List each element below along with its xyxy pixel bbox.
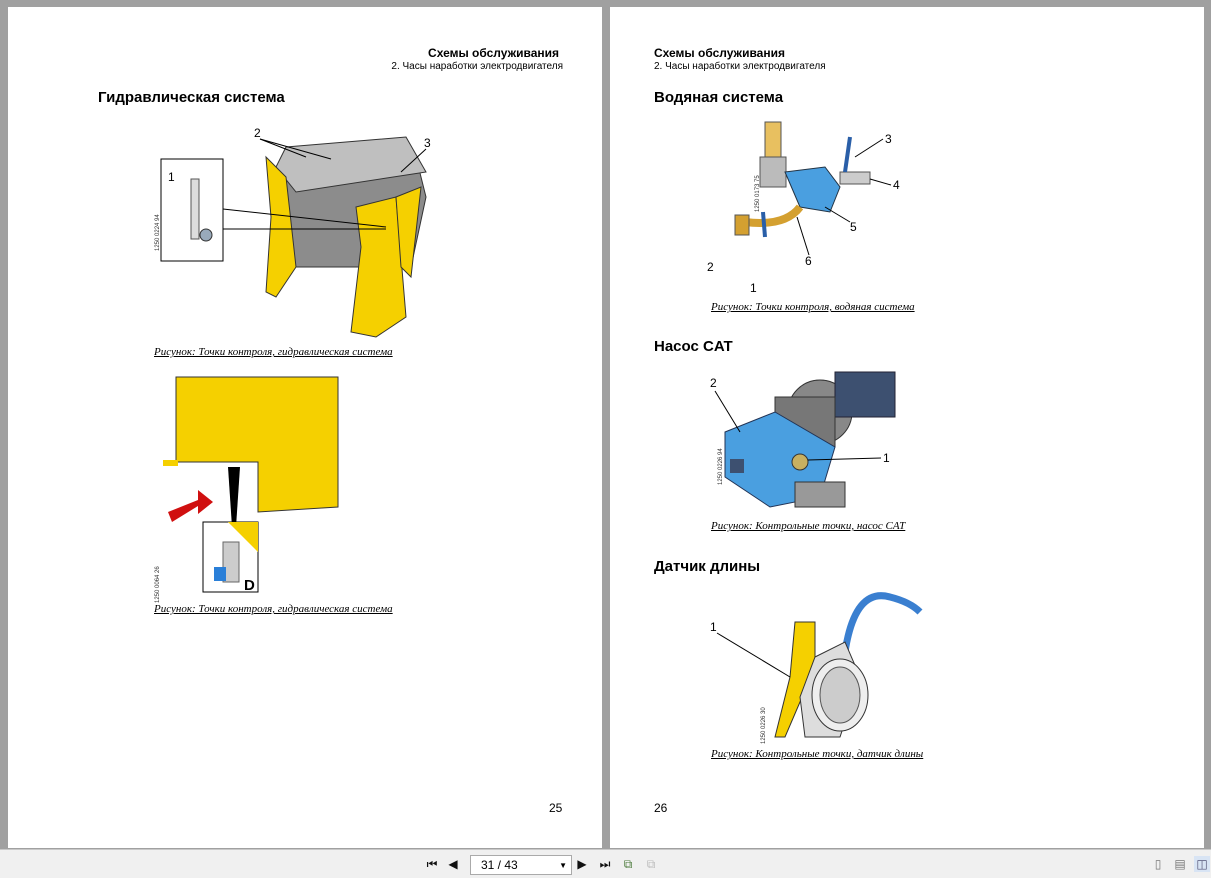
callout-3: 3 — [424, 136, 431, 150]
figure-code: 1250 0224 94 — [155, 214, 161, 251]
hydraulic-tank-figure: 1 2 3 — [156, 117, 446, 352]
pdf-navigation-toolbar: ⏮ ◀ 31 / 43 ▼ ▶ ⏭ ⧉ ⧉ ▯ ▤ ◫ — [0, 849, 1211, 878]
callout-1: 1 — [168, 170, 175, 184]
next-page-icon[interactable]: ▶ — [577, 857, 587, 871]
page-number-select[interactable]: 31 / 43 ▼ — [470, 855, 572, 875]
figure-code: 1250 0064 26 — [155, 566, 161, 603]
go-forward-view-icon[interactable]: ⧉ — [646, 856, 656, 871]
callout-d: D — [244, 577, 255, 594]
figure-caption: Рисунок: Контрольные точки, насос CAT — [711, 520, 906, 532]
figure-caption: Рисунок: Точки контроля, гидравлическая … — [154, 346, 393, 358]
figure-caption: Рисунок: Контрольные точки, датчик длины — [711, 748, 924, 760]
prev-page-icon[interactable]: ◀ — [448, 857, 458, 871]
pdf-page-25: Схемы обслуживания 2. Часы наработки эле… — [8, 7, 602, 848]
page-number: 25 — [549, 801, 563, 815]
header-subtitle: 2. Часы наработки электродвигателя — [654, 61, 826, 72]
callout-5: 5 — [850, 220, 857, 234]
section-title-length-sensor: Датчик длины — [654, 558, 761, 575]
callout-6: 6 — [805, 254, 812, 268]
continuous-view-icon[interactable]: ▤ — [1174, 857, 1186, 871]
last-page-icon[interactable]: ⏭ — [599, 856, 611, 871]
page-number: 26 — [654, 801, 668, 815]
callout-2: 2 — [710, 376, 717, 390]
cat-pump-figure: 2 1 — [705, 367, 915, 522]
single-page-view-icon[interactable]: ▯ — [1154, 857, 1162, 871]
figure-code: 1250 0173 75 — [755, 175, 761, 212]
go-back-view-icon[interactable]: ⧉ — [623, 856, 633, 871]
two-page-view-icon[interactable]: ◫ — [1194, 856, 1210, 872]
page-indicator: 31 / 43 — [481, 858, 518, 872]
figure-caption: Рисунок: Точки контроля, гидравлическая … — [154, 603, 393, 615]
length-sensor-figure: 1 — [705, 587, 935, 752]
water-system-figure: 3 4 5 6 2 1 — [705, 117, 915, 302]
chevron-down-icon: ▼ — [559, 860, 567, 870]
pdf-page-26: Схемы обслуживания 2. Часы наработки эле… — [610, 7, 1204, 848]
callout-1: 1 — [883, 451, 890, 465]
callout-1: 1 — [710, 620, 717, 634]
callout-4: 4 — [893, 178, 900, 192]
drain-valve-figure: D — [158, 372, 348, 602]
callout-3: 3 — [885, 132, 892, 146]
header-title: Схемы обслуживания — [428, 46, 559, 60]
callout-1: 1 — [750, 281, 757, 295]
section-title-water: Водяная система — [654, 89, 784, 106]
figure-code: 1250 0226 94 — [718, 448, 724, 485]
figure-code: 1250 0226 30 — [761, 707, 767, 744]
section-title: Гидравлическая система — [98, 89, 285, 106]
callout-2: 2 — [254, 126, 261, 140]
section-title-pump: Насос CAT — [654, 338, 733, 355]
figure-caption: Рисунок: Точки контроля, водяная система — [711, 301, 915, 313]
header-title: Схемы обслуживания — [654, 46, 785, 60]
first-page-icon[interactable]: ⏮ — [426, 856, 438, 871]
header-subtitle: 2. Часы наработки электродвигателя — [391, 61, 563, 72]
callout-2: 2 — [707, 260, 714, 274]
